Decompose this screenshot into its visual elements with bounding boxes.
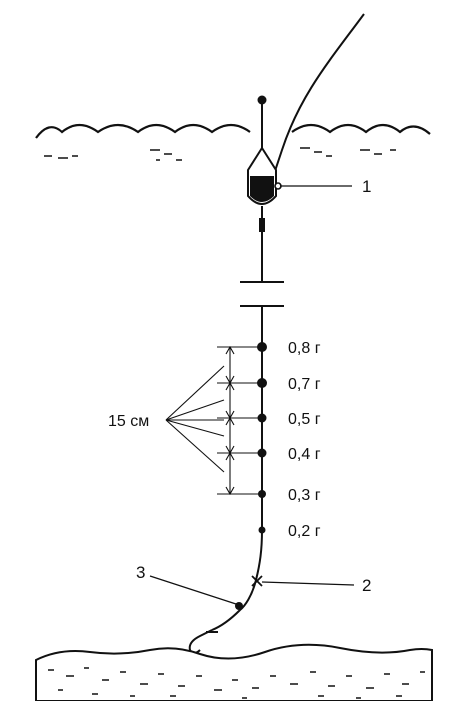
callout-3-label: 3 [136, 563, 145, 582]
weight-labels: 0,8 г 0,7 г 0,5 г 0,4 г 0,3 г 0,2 г [288, 340, 321, 540]
weight-label: 0,4 г [288, 446, 321, 463]
shot-weight [258, 526, 266, 534]
weight-label: 0,8 г [288, 340, 321, 357]
main-line [267, 13, 365, 193]
water-surface [35, 123, 431, 139]
bead [235, 602, 243, 610]
callout-2-leader [261, 581, 355, 586]
weight-label: 0,5 г [288, 411, 321, 428]
distance-label: 15 см [108, 413, 149, 430]
weight-label: 0,7 г [288, 376, 321, 393]
spacing-dimension [217, 345, 262, 496]
lake-bottom [35, 643, 433, 702]
knot [251, 575, 263, 587]
callout-2-label: 2 [362, 576, 371, 595]
lake-bottom-texture [48, 667, 425, 699]
leader-line [211, 306, 263, 631]
depth-break-mark [240, 281, 284, 307]
float-tip [257, 95, 267, 105]
weight-label: 0,2 г [288, 523, 321, 540]
weight-label: 0,3 г [288, 487, 321, 504]
water-ripple-marks [44, 147, 396, 161]
callout-1-label: 1 [362, 177, 371, 196]
float [247, 95, 282, 282]
callout-3-leader [149, 575, 237, 605]
hook [188, 629, 218, 654]
float-attachment [259, 218, 265, 232]
distance-label-leaders [165, 365, 225, 473]
